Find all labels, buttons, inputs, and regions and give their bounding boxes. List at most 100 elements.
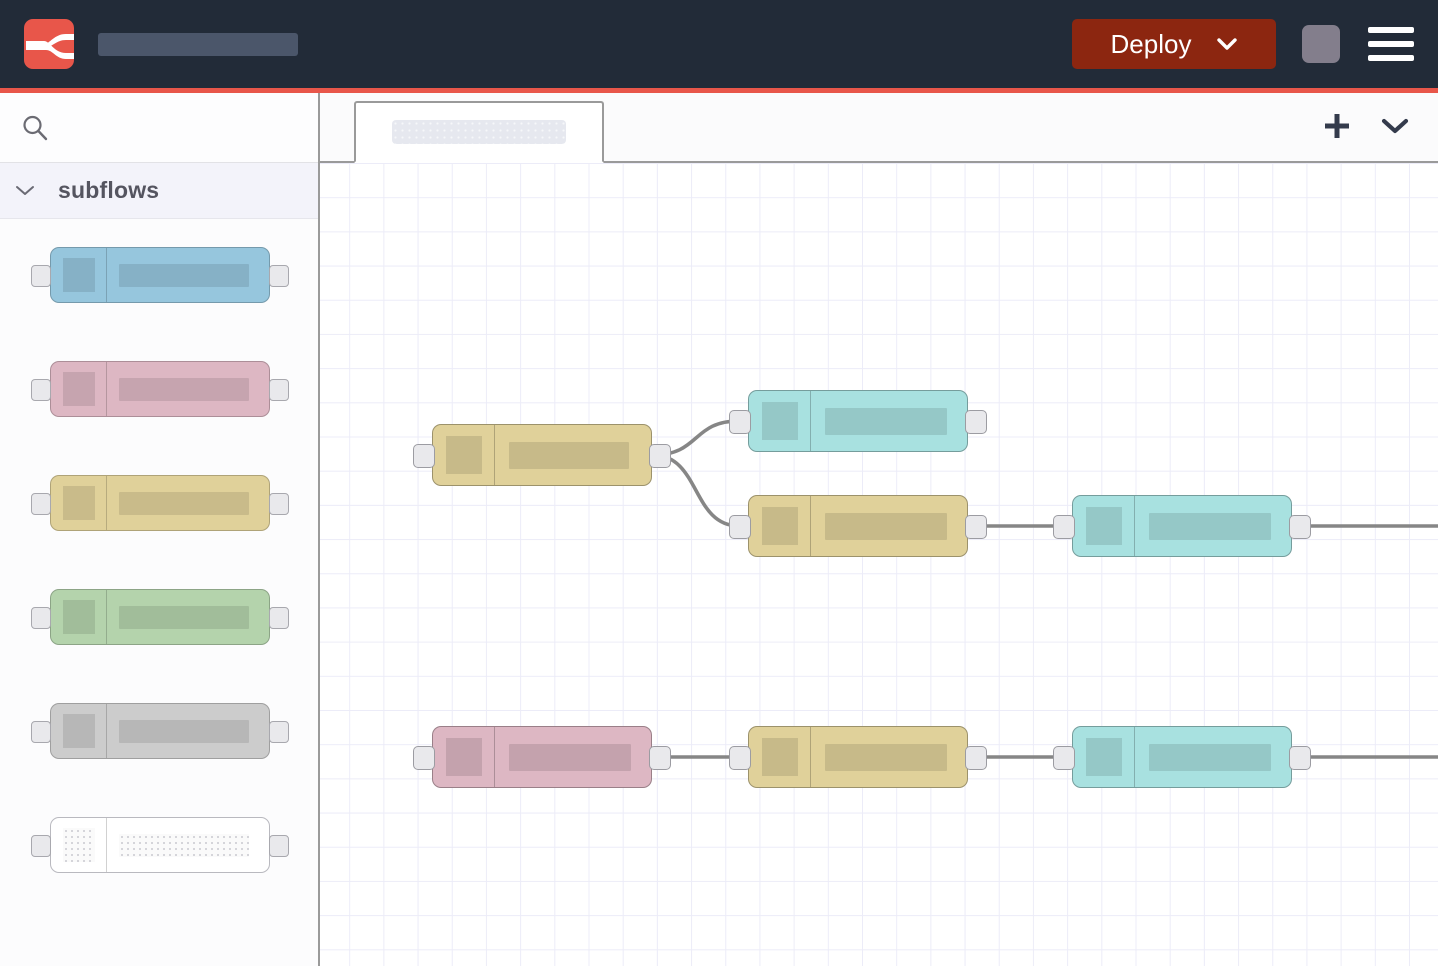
flow-node-input-port[interactable] — [413, 746, 435, 770]
palette-item-icon-area — [51, 590, 107, 644]
palette-item-2[interactable] — [31, 361, 289, 417]
flow-node-input-port[interactable] — [1053, 746, 1075, 770]
palette-item-output-port[interactable] — [269, 493, 289, 515]
flow-node-input-port[interactable] — [729, 410, 751, 434]
flow-node-input-port[interactable] — [413, 444, 435, 468]
palette-item-input-port[interactable] — [31, 721, 51, 743]
header-title-placeholder — [98, 32, 298, 56]
palette-node-list — [0, 219, 318, 966]
deploy-button[interactable]: Deploy — [1072, 19, 1276, 69]
flow-node-label-area — [1135, 743, 1291, 771]
flow-node-icon-area — [749, 496, 811, 556]
palette-item-4[interactable] — [31, 589, 289, 645]
flow-node-label — [1149, 743, 1271, 771]
palette-item-icon-area — [51, 818, 107, 872]
flow-node-icon — [761, 402, 798, 440]
palette-item-label — [119, 719, 249, 743]
flow-node-n3[interactable] — [729, 495, 987, 557]
palette-item-icon — [62, 714, 95, 748]
flow-node-label — [825, 512, 947, 540]
flow-node-input-port[interactable] — [729, 515, 751, 539]
palette-node-2[interactable] — [31, 361, 289, 417]
palette-item-label-area — [107, 605, 269, 629]
palette-item-label-area — [107, 719, 269, 743]
flow-node-output-port[interactable] — [965, 746, 987, 770]
palette-item-label — [119, 605, 249, 629]
flow-node-icon-area — [1073, 727, 1135, 787]
flow-node-icon-area — [433, 425, 495, 485]
flow-node-n1[interactable] — [413, 424, 671, 486]
flow-node-label — [825, 407, 947, 435]
palette-item-3[interactable] — [31, 475, 289, 531]
flow-tab-label-placeholder — [392, 120, 566, 144]
palette-node-4[interactable] — [31, 589, 289, 645]
app-header: Deploy — [0, 0, 1438, 88]
palette-node-5[interactable] — [31, 703, 289, 759]
palette-item-icon — [62, 258, 95, 292]
palette-item-output-port[interactable] — [269, 607, 289, 629]
chevron-down-icon[interactable] — [1380, 117, 1410, 135]
palette-item-label-area — [107, 491, 269, 515]
palette-item-icon-area — [51, 248, 107, 302]
flow-node-icon-area — [433, 727, 495, 787]
node-red-logo-icon[interactable] — [24, 19, 74, 69]
flow-node-n6[interactable] — [729, 726, 987, 788]
flow-tab-bar — [320, 93, 1438, 163]
flow-node-label — [1149, 512, 1271, 540]
palette-node-3[interactable] — [31, 475, 289, 531]
palette-item-input-port[interactable] — [31, 265, 51, 287]
flow-node-output-port[interactable] — [1289, 746, 1311, 770]
flow-workspace — [320, 93, 1438, 966]
palette-item-output-port[interactable] — [269, 379, 289, 401]
flow-node-label-area — [1135, 512, 1291, 540]
palette-item-output-port[interactable] — [269, 721, 289, 743]
flow-node-label-area — [495, 441, 651, 469]
flow-node-label — [509, 441, 629, 469]
flow-node-n2[interactable] — [729, 390, 987, 452]
palette-item-5[interactable] — [31, 703, 289, 759]
search-icon[interactable] — [20, 113, 50, 143]
flow-node-output-port[interactable] — [649, 444, 671, 468]
palette-item-input-port[interactable] — [31, 379, 51, 401]
palette-sidebar: subflows — [0, 93, 320, 966]
flow-node-output-port[interactable] — [965, 515, 987, 539]
palette-node-6[interactable] — [31, 817, 289, 873]
palette-item-icon — [62, 600, 95, 634]
palette-item-input-port[interactable] — [31, 835, 51, 857]
flow-node-n4[interactable] — [1053, 495, 1311, 557]
palette-item-input-port[interactable] — [31, 493, 51, 515]
flow-node-icon-area — [1073, 496, 1135, 556]
header-accent-bar — [0, 88, 1438, 93]
flow-node-icon-area — [749, 391, 811, 451]
plus-icon[interactable] — [1320, 109, 1354, 143]
palette-item-input-port[interactable] — [31, 607, 51, 629]
flow-wires — [651, 419, 1438, 759]
palette-item-output-port[interactable] — [269, 265, 289, 287]
tabbar-actions — [1320, 109, 1438, 161]
flow-node-n7[interactable] — [1053, 726, 1311, 788]
hamburger-menu-icon[interactable] — [1368, 27, 1414, 61]
deploy-button-label: Deploy — [1110, 29, 1192, 59]
palette-item-6[interactable] — [31, 817, 289, 873]
flow-node-output-port[interactable] — [1289, 515, 1311, 539]
flow-node-n5[interactable] — [413, 726, 671, 788]
palette-item-1[interactable] — [31, 247, 289, 303]
flow-node-input-port[interactable] — [729, 746, 751, 770]
palette-search-row[interactable] — [0, 93, 318, 163]
flow-node-label-area — [811, 407, 967, 435]
palette-item-icon — [62, 486, 95, 520]
palette-item-output-port[interactable] — [269, 835, 289, 857]
palette-category-subflows[interactable]: subflows — [0, 163, 318, 219]
flow-node-input-port[interactable] — [1053, 515, 1075, 539]
flow-node-output-port[interactable] — [965, 410, 987, 434]
chevron-down-icon — [1217, 38, 1238, 50]
palette-node-1[interactable] — [31, 247, 289, 303]
flow-node-output-port[interactable] — [649, 746, 671, 770]
user-avatar[interactable] — [1302, 25, 1340, 63]
flow-tab-1[interactable] — [354, 101, 604, 163]
flow-canvas[interactable] — [320, 163, 1438, 966]
editor-body: subflows — [0, 93, 1438, 966]
flow-node-icon — [1085, 507, 1122, 545]
flow-node-label — [825, 743, 947, 771]
